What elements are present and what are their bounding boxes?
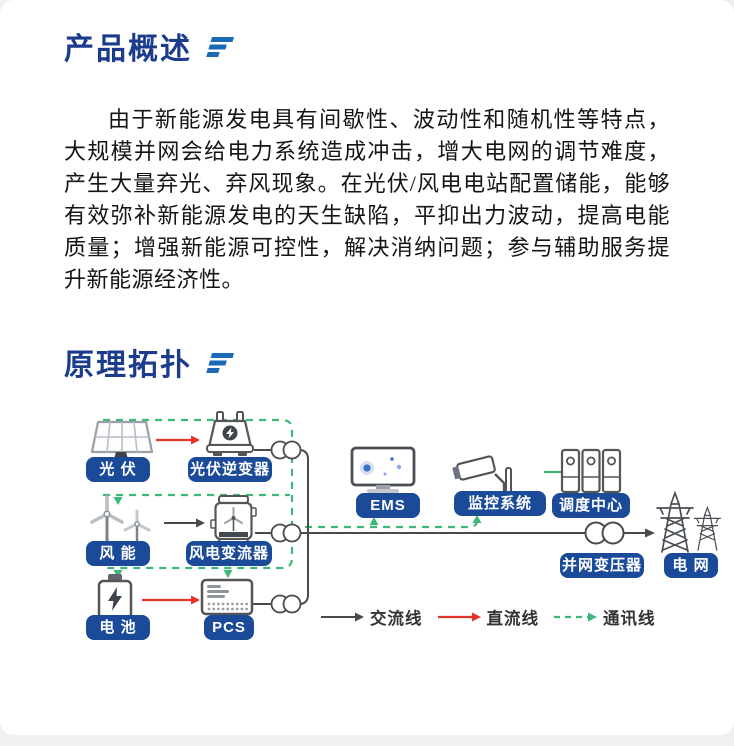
- grid-towers-icon: [657, 493, 720, 552]
- battery-label: 电 池: [86, 615, 150, 640]
- overview-heading-text: 产品概述: [64, 24, 192, 68]
- tower-small: [694, 508, 720, 550]
- legend: 交流线 直流线 通讯线: [321, 605, 656, 629]
- overview-heading: 产品概述: [64, 24, 734, 68]
- pv-inverter-label: 光伏逆变器: [188, 457, 272, 482]
- dispatch-label: 调度中心: [552, 493, 630, 518]
- pv-label: 光 伏: [86, 457, 150, 482]
- ems-monitor-icon: [352, 448, 414, 493]
- pcs-label: PCS: [204, 615, 254, 640]
- ac-line-icon: [321, 611, 365, 623]
- overview-paragraph: 由于新能源发电具有间歇性、波动性和随机性等特点，大规模并网会给电力系统造成冲击，…: [64, 104, 670, 296]
- legend-label-comm: 通讯线: [603, 605, 656, 629]
- heading-bars-icon: [204, 37, 234, 59]
- legend-item-dc: 直流线: [438, 605, 540, 629]
- comm-line-icon: [554, 611, 598, 623]
- grid-transformer-symbol: [586, 523, 624, 544]
- topology-diagram: 光 伏 光伏逆变器 风 能 风电变流器 电 池 PCS EMS 监控系统 调度中…: [0, 394, 734, 746]
- cctv-camera-icon: [452, 456, 511, 496]
- topology-heading-text: 原理拓扑: [64, 340, 192, 384]
- grid-transformer-label: 并网变压器: [560, 553, 644, 578]
- pv-panel-icon: [92, 422, 152, 459]
- wind-turbine-icon: [92, 497, 149, 546]
- dispatch-racks-icon: [562, 450, 620, 492]
- battery-icon: [99, 574, 131, 618]
- ems-label: EMS: [356, 493, 420, 518]
- legend-item-ac: 交流线: [321, 605, 423, 629]
- wind-converter-label: 风电变流器: [186, 541, 272, 566]
- pv-inverter-icon: [207, 412, 253, 456]
- topology-heading: 原理拓扑: [64, 340, 734, 384]
- legend-item-comm: 通讯线: [554, 605, 656, 629]
- tower-large: [657, 493, 693, 552]
- wind-label: 风 能: [86, 541, 150, 566]
- grid-label: 电 网: [664, 553, 718, 578]
- transformer-symbols: [272, 442, 301, 613]
- legend-label-ac: 交流线: [370, 605, 423, 629]
- heading-bars-icon: [204, 353, 234, 375]
- pcs-icon: [202, 580, 252, 614]
- wind-converter-icon: [211, 496, 256, 546]
- monitoring-label: 监控系统: [454, 491, 546, 516]
- dc-line-icon: [438, 611, 482, 623]
- legend-label-dc: 直流线: [487, 605, 540, 629]
